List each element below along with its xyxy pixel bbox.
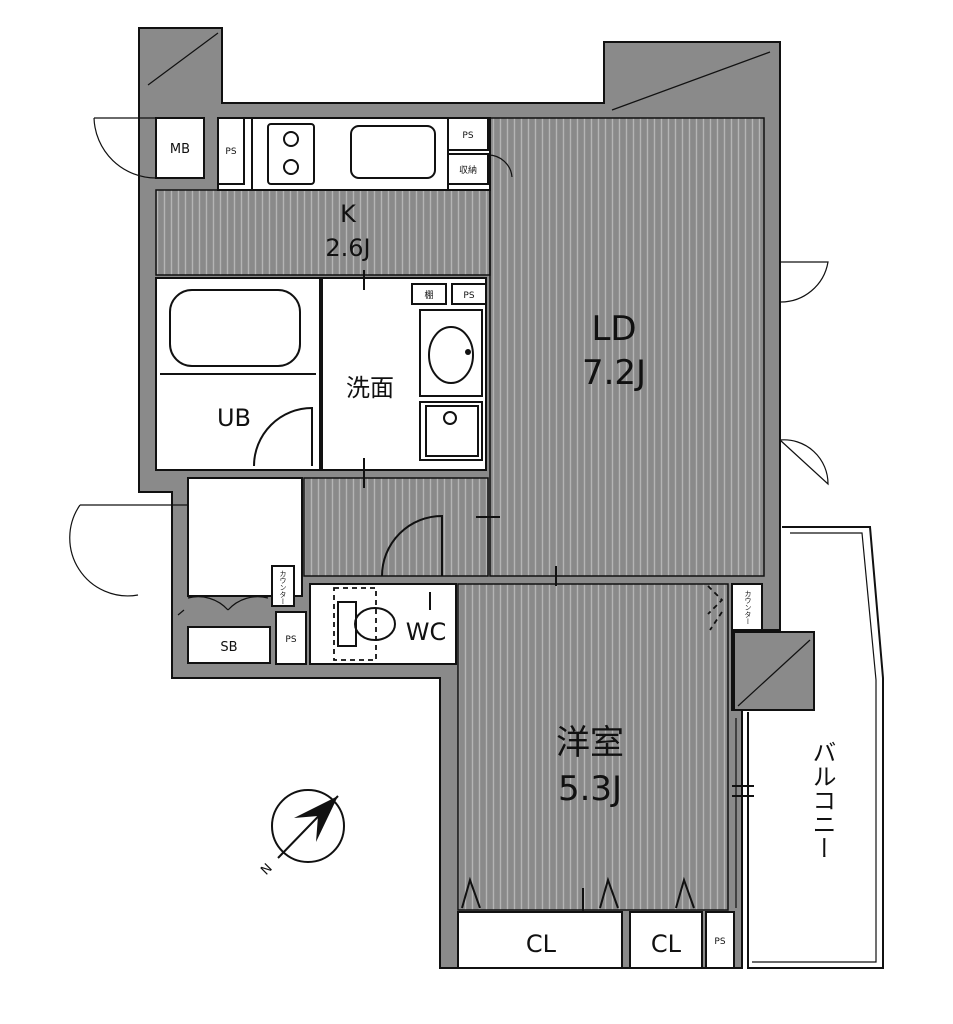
closet-1-label: CL xyxy=(526,930,557,958)
ps-bedroom-label: PS xyxy=(714,937,725,947)
ld-room xyxy=(489,117,765,577)
toilet-label: WC xyxy=(406,618,447,646)
counter-bedroom-label: カウンター xyxy=(744,590,752,625)
ps-kitchen-right-label: PS xyxy=(462,131,473,141)
shoe-box-label: SB xyxy=(220,640,237,655)
hall xyxy=(303,477,489,577)
closet-2 xyxy=(629,911,703,969)
balcony xyxy=(733,526,884,969)
shelf-label: 棚 xyxy=(424,289,433,301)
bedroom xyxy=(457,583,729,911)
bedroom-label: 洋室 xyxy=(556,723,624,763)
compass-icon: N xyxy=(258,789,345,878)
ps-entry-label: PS xyxy=(285,635,296,645)
kitchen-size: 2.6J xyxy=(325,234,370,262)
meter-box xyxy=(155,117,205,179)
ld-size: 7.2J xyxy=(582,353,646,393)
storage-label: 収納 xyxy=(459,164,477,176)
ps-kitchen-left-label: PS xyxy=(225,147,236,157)
shoe-box xyxy=(187,626,271,664)
washroom-label: 洗面 xyxy=(346,374,394,402)
kitchen-room xyxy=(155,189,491,276)
ps-washroom-label: PS xyxy=(463,291,474,301)
bath-label: UB xyxy=(217,404,251,432)
counter-entry-label: カウンター xyxy=(279,570,287,605)
balcony-label: バルコニー xyxy=(808,740,836,860)
closet-2-label: CL xyxy=(651,930,682,958)
closet-1 xyxy=(457,911,623,969)
north-label: N xyxy=(258,861,275,878)
ld-label: LD xyxy=(591,309,636,349)
meter-box-label: MB xyxy=(170,142,190,157)
bedroom-size: 5.3J xyxy=(558,769,622,809)
kitchen-label: K xyxy=(340,200,357,228)
